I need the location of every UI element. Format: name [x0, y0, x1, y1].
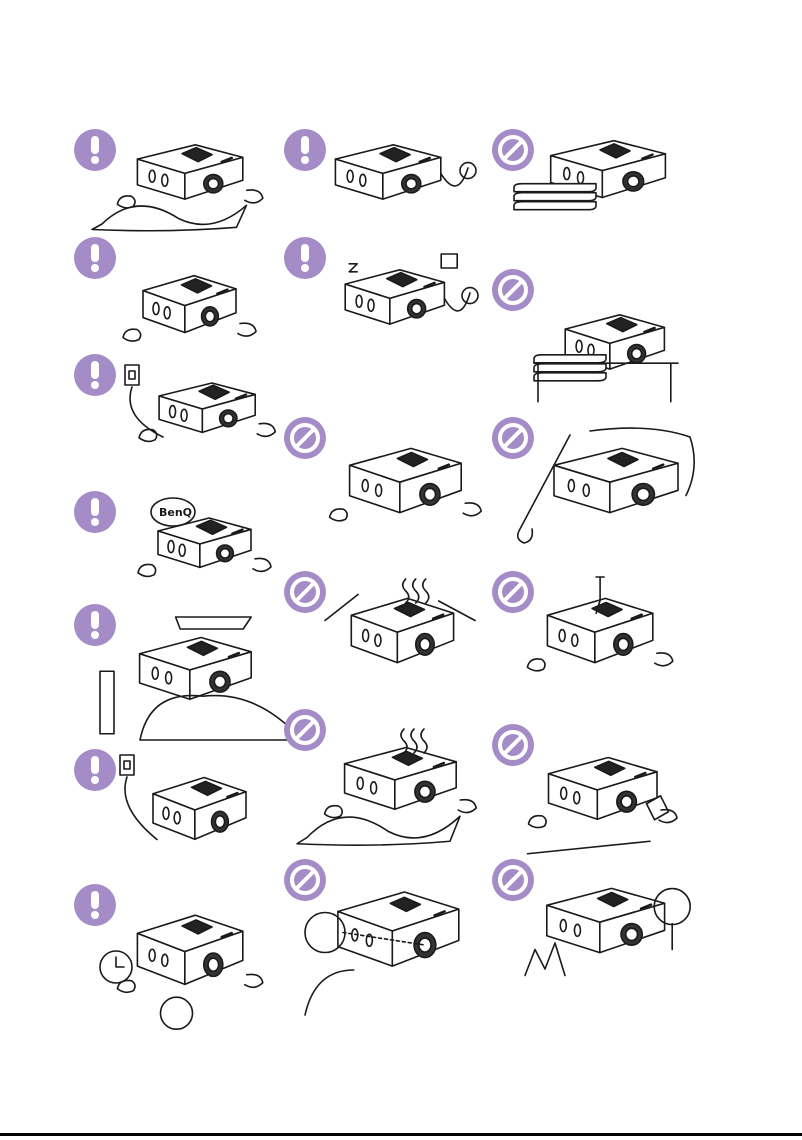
- footer-rule: [0, 1133, 802, 1136]
- exclamation-icon-c2-1: [284, 129, 326, 171]
- illustration-projector-sleep-adapter: [344, 253, 479, 325]
- prohibition-icon-c3-5: [492, 724, 534, 766]
- illustration-projector-clock-timer: [99, 914, 264, 1031]
- illustration-projector-look-lens: [304, 891, 460, 1016]
- prohibition-icon-c2-6: [284, 859, 326, 901]
- benq-logo-text: BenQ: [159, 506, 192, 519]
- illustration-projector-on-edge-shelf: [533, 314, 679, 403]
- exclamation-icon-c1-6: [74, 749, 116, 791]
- illustration-projector-spill-cup: [526, 756, 678, 855]
- illustration-projector-screwdriver: [526, 576, 674, 672]
- exclamation-icon-c1-4: [74, 491, 116, 533]
- illustration-projector-wall-plug: [124, 364, 276, 443]
- exclamation-icon-c1-1: [74, 129, 116, 171]
- illustration-projector-two-hands: [122, 274, 257, 342]
- exclamation-icon-c1-2: [74, 237, 116, 279]
- illustration-projector-altitude: [99, 616, 303, 741]
- illustration-projector-dusty-broom: [516, 427, 695, 544]
- prohibition-icon-c2-3: [284, 417, 326, 459]
- exclamation-icon-c1-5: [74, 604, 116, 646]
- prohibition-icon-c2-5: [284, 709, 326, 751]
- prohibition-icon-c3-4: [492, 571, 534, 613]
- illustration-projector-on-books: [513, 139, 667, 211]
- exclamation-icon-c1-7: [74, 884, 116, 926]
- prohibition-icon-c3-6: [492, 859, 534, 901]
- prohibition-icon-c3-3: [492, 417, 534, 459]
- illustration-projector-box-heat: [324, 578, 476, 664]
- illustration-projector-cord-plug: [334, 144, 477, 200]
- illustration-projector-cover-cloth: [296, 728, 477, 846]
- illustration-projector-lens-cloth: [91, 144, 264, 232]
- illustration-projector-unplug-wet: [119, 754, 247, 841]
- illustration-projector-fan-hot: [524, 887, 692, 977]
- prohibition-icon-c2-4: [284, 571, 326, 613]
- illustration-projector-on-cushion: [328, 447, 482, 522]
- illustration-projector-benq-service: BenQ: [137, 497, 272, 578]
- exclamation-icon-c2-2: [284, 237, 326, 279]
- prohibition-icon-c3-1: [492, 129, 534, 171]
- exclamation-icon-c1-3: [74, 354, 116, 396]
- prohibition-icon-c3-2: [492, 269, 534, 311]
